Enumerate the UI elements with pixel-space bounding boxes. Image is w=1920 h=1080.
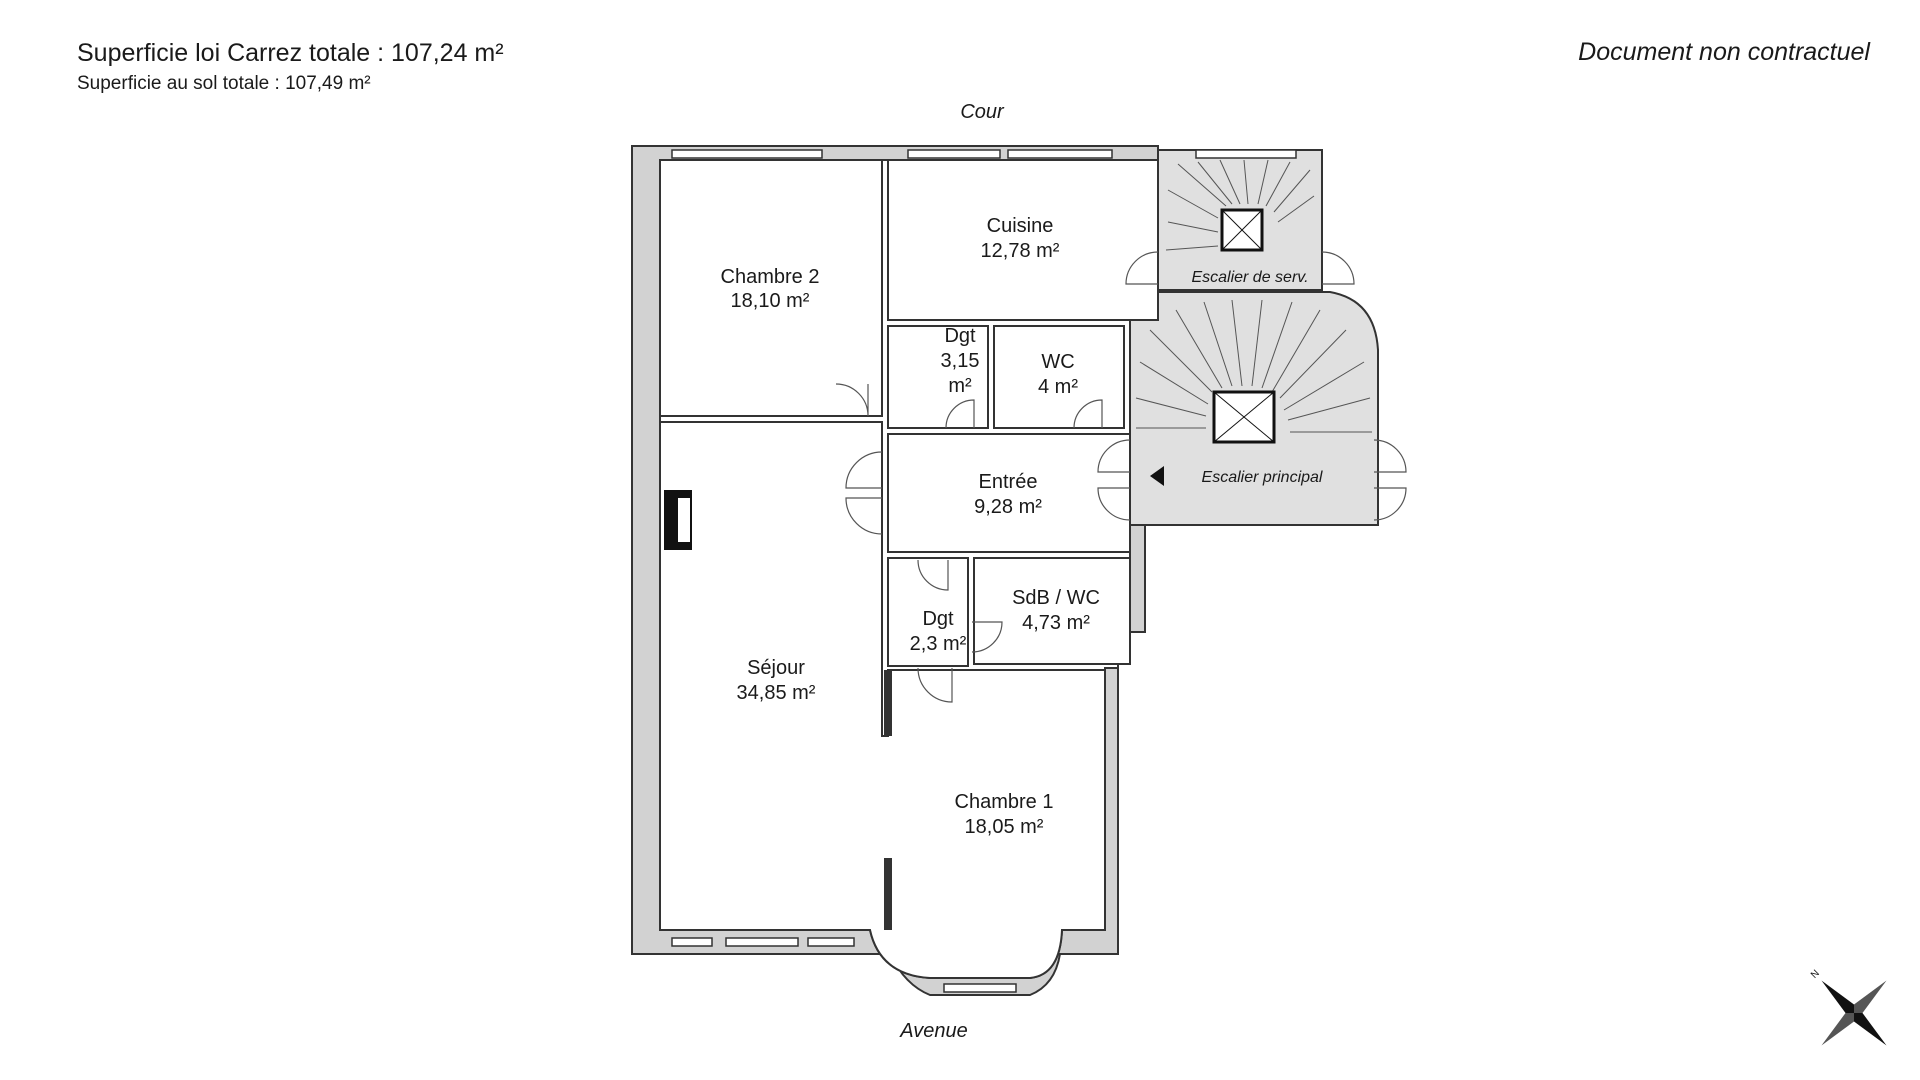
window-chambre2	[671, 149, 823, 159]
room-sejour-area: 34,85 m²	[737, 682, 816, 704]
floor-entree	[887, 433, 1131, 553]
floor-cuisine	[887, 159, 1159, 321]
door-cuisine-service	[1125, 251, 1159, 285]
door-dgt2-entree	[917, 559, 949, 591]
room-sejour-name: Séjour	[747, 657, 805, 679]
door-chambre2	[835, 383, 869, 417]
window-sejour-1	[671, 937, 713, 947]
room-sdb-wc-name: SdB / WC	[1012, 587, 1100, 609]
room-wc-area: 4 m²	[1038, 376, 1078, 398]
header-area-summary: Superficie loi Carrez totale : 107,24 m²…	[77, 38, 504, 96]
room-chambre-2-name: Chambre 2	[721, 266, 820, 288]
door-sejour-entree-1	[845, 451, 883, 489]
stair-main-label: Escalier principal	[1202, 469, 1323, 486]
floor-dgt-2	[887, 557, 969, 667]
main-stair	[1135, 299, 1372, 486]
window-cuisine-2	[1007, 149, 1113, 159]
carrez-area-total: Superficie loi Carrez totale : 107,24 m²	[77, 39, 504, 67]
window-sejour-3	[807, 937, 855, 947]
orientation-top-label: Cour	[960, 101, 1005, 123]
room-wc-name: WC	[1041, 351, 1074, 373]
door-service-landing	[1321, 251, 1355, 285]
door-main-landing-1	[1373, 439, 1407, 473]
room-chambre-2-area: 18,10 m²	[731, 290, 810, 312]
door-entree-stair-1	[1097, 439, 1131, 473]
door-dgt2-sdb	[971, 621, 1003, 653]
room-entree-area: 9,28 m²	[974, 496, 1042, 518]
room-entree-name: Entrée	[979, 471, 1038, 493]
floor-dgt-1	[887, 325, 989, 429]
compass-north-label: N	[1809, 968, 1822, 981]
floor-sejour	[659, 421, 1106, 979]
stair-service-label: Escalier de serv.	[1191, 269, 1308, 286]
room-sdb-wc-area: 4,73 m²	[1022, 612, 1090, 634]
room-dgt-1-area-line1: 3,15	[941, 350, 980, 372]
room-labels: Chambre 2 18,10 m² Cuisine 12,78 m² Dgt …	[721, 215, 1323, 838]
window-cuisine-1	[907, 149, 1001, 159]
floor-chambre-2	[659, 159, 883, 417]
fireplace-inner	[678, 498, 690, 542]
floor-area-total: Superficie au sol totale : 107,49 m²	[77, 73, 371, 94]
door-main-landing-2	[1373, 487, 1407, 521]
windows	[671, 149, 1297, 993]
door-entree-stair-2	[1097, 487, 1131, 521]
room-dgt-1-area-line2: m²	[948, 375, 972, 397]
fireplace	[664, 490, 692, 550]
room-chambre-1-name: Chambre 1	[955, 791, 1054, 813]
door-swings	[835, 251, 1407, 703]
compass-icon: N	[1809, 968, 1887, 1046]
door-wc	[1073, 399, 1103, 429]
room-chambre-1-area: 18,05 m²	[965, 816, 1044, 838]
window-service-stair	[1195, 149, 1297, 159]
service-stair	[1165, 159, 1315, 252]
room-floors	[659, 159, 1159, 979]
window-bay	[943, 983, 1017, 993]
disclaimer-text: Document non contractuel	[1578, 38, 1870, 66]
room-cuisine-area: 12,78 m²	[981, 240, 1060, 262]
door-dgt1	[945, 399, 975, 429]
orientation-bottom-label: Avenue	[899, 1020, 967, 1042]
entry-arrow-icon	[1150, 466, 1164, 486]
door-dgt2-chambre1	[917, 667, 953, 703]
room-dgt-1-name: Dgt	[944, 325, 976, 347]
room-dgt-2-name: Dgt	[922, 608, 954, 630]
door-sejour-entree-2	[845, 497, 883, 535]
room-dgt-2-area: 2,3 m²	[910, 633, 967, 655]
floor-sdb-wc	[973, 557, 1131, 665]
room-cuisine-name: Cuisine	[987, 215, 1054, 237]
window-sejour-2	[725, 937, 799, 947]
